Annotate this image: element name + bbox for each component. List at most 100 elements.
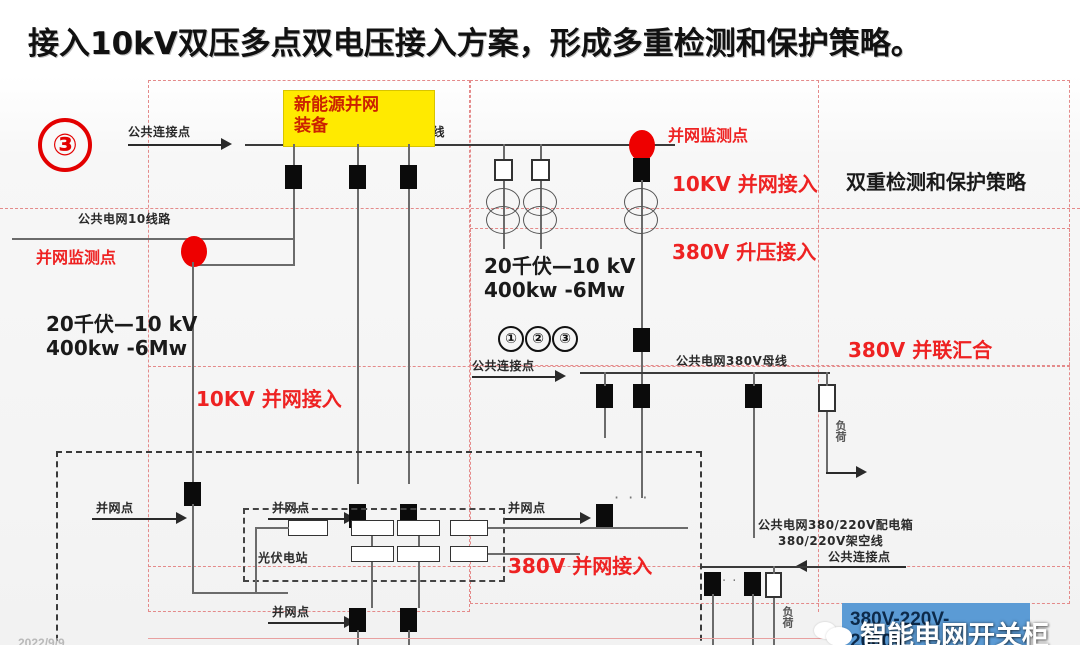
feeder-line-1 [293,144,295,266]
transformer-1 [486,188,520,234]
switch-380-bus-2 [633,384,650,408]
pv-panel-2 [351,520,394,536]
blue-box-line2: 2000V [850,630,905,645]
load-arrow-head-1 [856,466,867,478]
left-voltage-spec: 20千伏—10 kV [46,312,198,336]
pv-panel-3 [397,520,440,536]
yellow-box-line1: 新能源并网 [294,95,379,115]
page-title: 接入10kV双压多点双电压接入方案，形成多重检测和保护策略。 [28,26,922,62]
load-branch-line-1b [826,412,828,474]
switch-lower-bus-2 [744,572,761,596]
switch-grid-point-5 [400,608,417,632]
voltage-range-box: 380V-220V- 2000V 400kw-6Mw [842,603,1030,645]
number-2-badge: ② [525,326,551,352]
switch-grid-point-4 [349,608,366,632]
transformer-main [624,188,658,234]
bus-380-drop-3b [753,408,755,538]
red-divider-horizontal-2 [148,366,1070,367]
feeder-line-2 [357,144,359,484]
public-grid-10-line-label: 公共电网10线路 [78,212,171,226]
scheme-number-label: ③ [52,127,78,163]
grid-point-label-3: 并网点 [508,501,546,515]
plant-boundary-box [56,451,702,645]
load-disconnector-1 [818,384,836,412]
pv-panel-5 [351,546,394,562]
access-10kv-right-label: 10KV 并网接入 [672,172,818,196]
yellow-box-line2: 装备 [294,116,328,137]
feeder-1-jog [190,264,295,266]
grid-monitor-dot-right [629,130,655,161]
xf-disconnector-2 [531,159,550,181]
bus-ellipsis: · · · [614,488,650,507]
lower-bus-ellipsis: · · [722,574,738,589]
pcc-mid-label: 公共连接点 [472,359,535,373]
red-region-left [148,80,470,612]
load-branch-line-2 [773,566,775,574]
diagram-canvas: ③ 公共连接点 母线 新能源并网 装备 [0,76,1080,645]
switch-380-bus-1 [596,384,613,408]
switch-380-riser [633,328,650,352]
grid-point-arrow-line-2 [268,518,346,520]
grid-monitor-right-label: 并网监测点 [668,126,749,145]
grid-monitor-dot-left [181,236,207,267]
load-disconnector-2 [765,572,782,598]
pcc-bottom-arrow-line [806,566,906,568]
grid-point-label-1: 并网点 [96,501,134,515]
main-riser-line [641,180,643,458]
feeder-line-3 [408,144,410,484]
bus-line-380v [580,372,830,374]
mid-power-spec: 400kw -6Mw [484,278,626,302]
pcc-mid-arrow-head [555,370,566,382]
pv-return-riser-2 [408,630,410,645]
red-divider-vertical [818,80,819,612]
parallel-380v-label: 380V 并联汇合 [848,338,993,362]
left-power-spec: 400kw -6Mw [46,336,188,360]
load-arrow-line-1 [826,472,858,474]
dual-detection-label: 双重检测和保护策略 [846,170,1026,194]
red-return-line [148,638,848,639]
boost-380v-label: 380V 升压接入 [672,240,817,264]
grid-monitor-left-label: 并网监测点 [36,248,117,267]
switch-feeder-3 [400,165,417,189]
distribution-box-label: 公共电网380/220V配电箱 [758,518,914,532]
grid-point-arrow-line-1 [92,518,178,520]
bus-380-drop-2 [641,408,643,498]
pv-station-box [243,508,505,582]
access-380v-label: 380V 并网接入 [508,554,653,578]
pcc-top-arrow-head [221,138,232,150]
bus-380-drop-1b [604,408,606,438]
switch-lower-bus-1 [704,572,721,596]
pv-panel-riser-5 [418,562,420,608]
pv-panel-connect-1 [255,527,289,529]
number-1-badge: ① [498,326,524,352]
public-grid-10-line [12,238,295,240]
pv-return-riser-1 [357,630,359,645]
bus-line-10kv-top [245,144,675,146]
access-10kv-left-label: 10KV 并网接入 [196,387,342,411]
pcc-top-arrow-line [128,144,223,146]
transformer-2 [523,188,557,234]
pcc-top-label: 公共连接点 [128,125,191,139]
switch-left-riser [184,482,201,506]
grid-point-arrow-line-4 [268,622,346,624]
grid-point-arrow-line-3 [504,518,582,520]
overhead-line-label: 380/220V架空线 [778,534,884,548]
pv-panel-riser-3 [418,536,420,546]
load-branch-line-2b [773,598,775,645]
pv-panel-7 [450,546,488,562]
pv-panel-6 [397,546,440,562]
footer-date: 2022/9/9 [18,636,65,645]
red-region-center [470,80,1070,366]
switch-380-bus-3 [745,384,762,408]
new-energy-grid-device-box: 新能源并网 装备 [283,90,435,147]
blue-box-line1: 380V-220V- [850,609,950,630]
number-3-badge: ③ [552,326,578,352]
pcc-mid-arrow-line [472,376,557,378]
scheme-number-badge: ③ [38,118,92,172]
switch-feeder-2 [349,165,366,189]
xf-disconnector-1 [494,159,513,181]
switch-feeder-1 [285,165,302,189]
switch-10kv-main [633,158,650,182]
lower-bus-drop-1 [712,594,714,645]
